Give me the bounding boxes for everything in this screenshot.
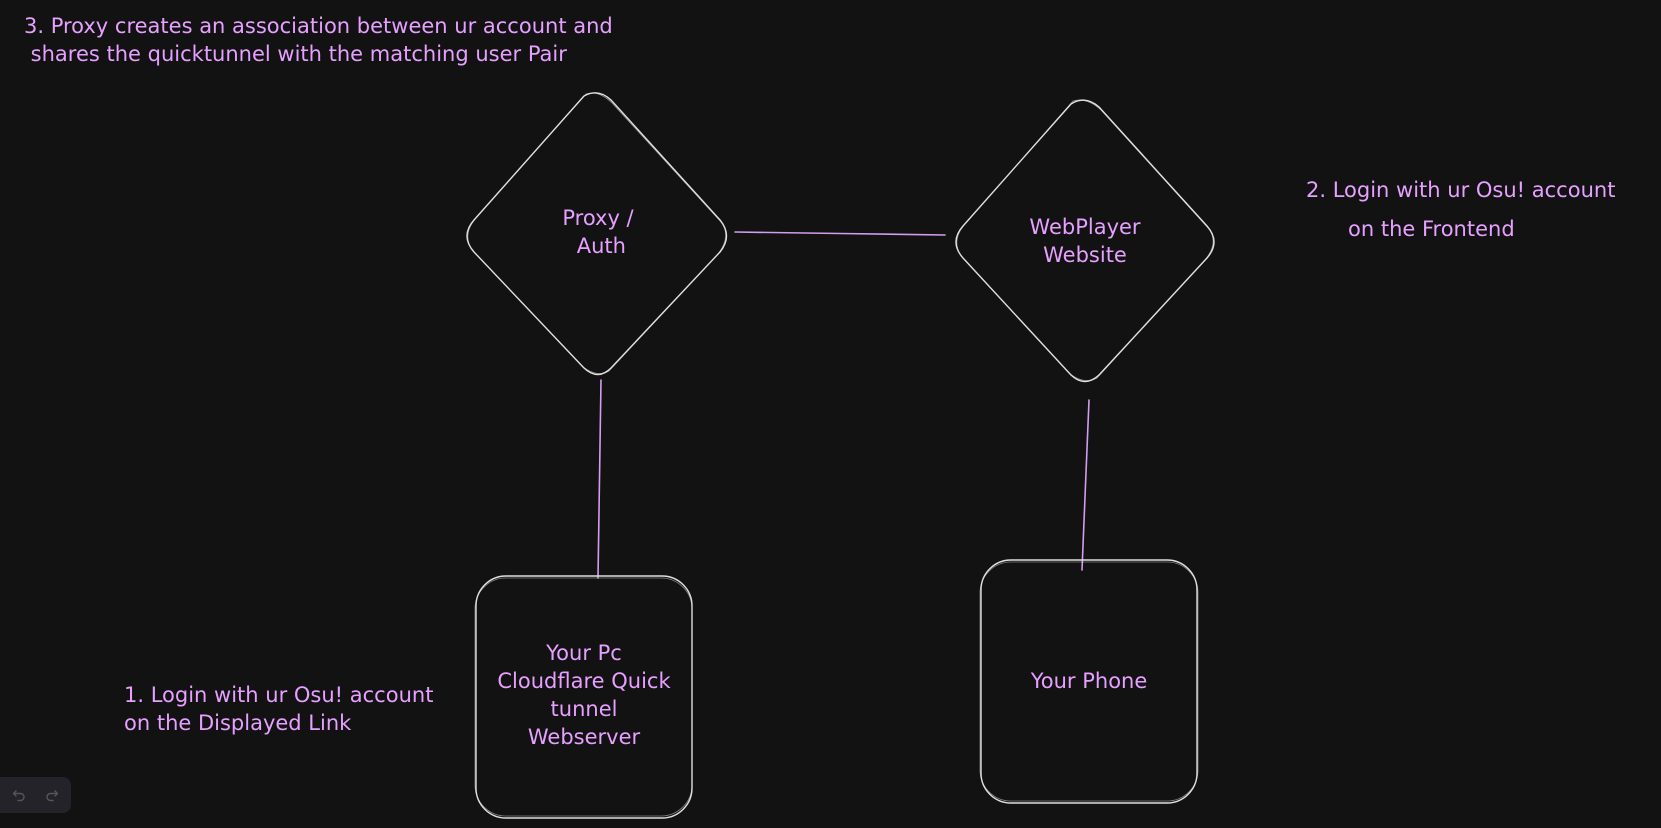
your-pc-box[interactable]: [474, 575, 693, 819]
step-1-annotation[interactable]: 1. Login with ur Osu! account on the Dis…: [124, 683, 434, 735]
your-phone-box[interactable]: [979, 559, 1199, 804]
edge-webplayer-phone[interactable]: [1081, 399, 1090, 571]
edge-proxy-webplayer[interactable]: [734, 231, 946, 236]
webplayer-website-diamond[interactable]: [955, 99, 1215, 383]
edge-proxy-pc[interactable]: [597, 379, 602, 579]
undo-button[interactable]: [6, 782, 32, 808]
undo-redo-toolbar: [0, 777, 71, 813]
step-2-annotation-line1[interactable]: 2. Login with ur Osu! account: [1306, 178, 1616, 202]
step-2-annotation-line2[interactable]: on the Frontend: [1348, 217, 1515, 241]
redo-icon: [45, 788, 59, 802]
redo-button[interactable]: [39, 782, 65, 808]
undo-icon: [12, 788, 26, 802]
webplayer-website-label: WebPlayer Website: [1029, 215, 1141, 267]
your-pc-label: Your Pc Cloudflare Quick tunnel Webserve…: [497, 641, 671, 749]
proxy-auth-label: Proxy / Auth: [562, 206, 634, 258]
your-phone-label: Your Phone: [1030, 669, 1148, 693]
step-3-annotation[interactable]: 3. Proxy creates an association between …: [24, 14, 613, 66]
proxy-auth-diamond[interactable]: [466, 92, 728, 376]
